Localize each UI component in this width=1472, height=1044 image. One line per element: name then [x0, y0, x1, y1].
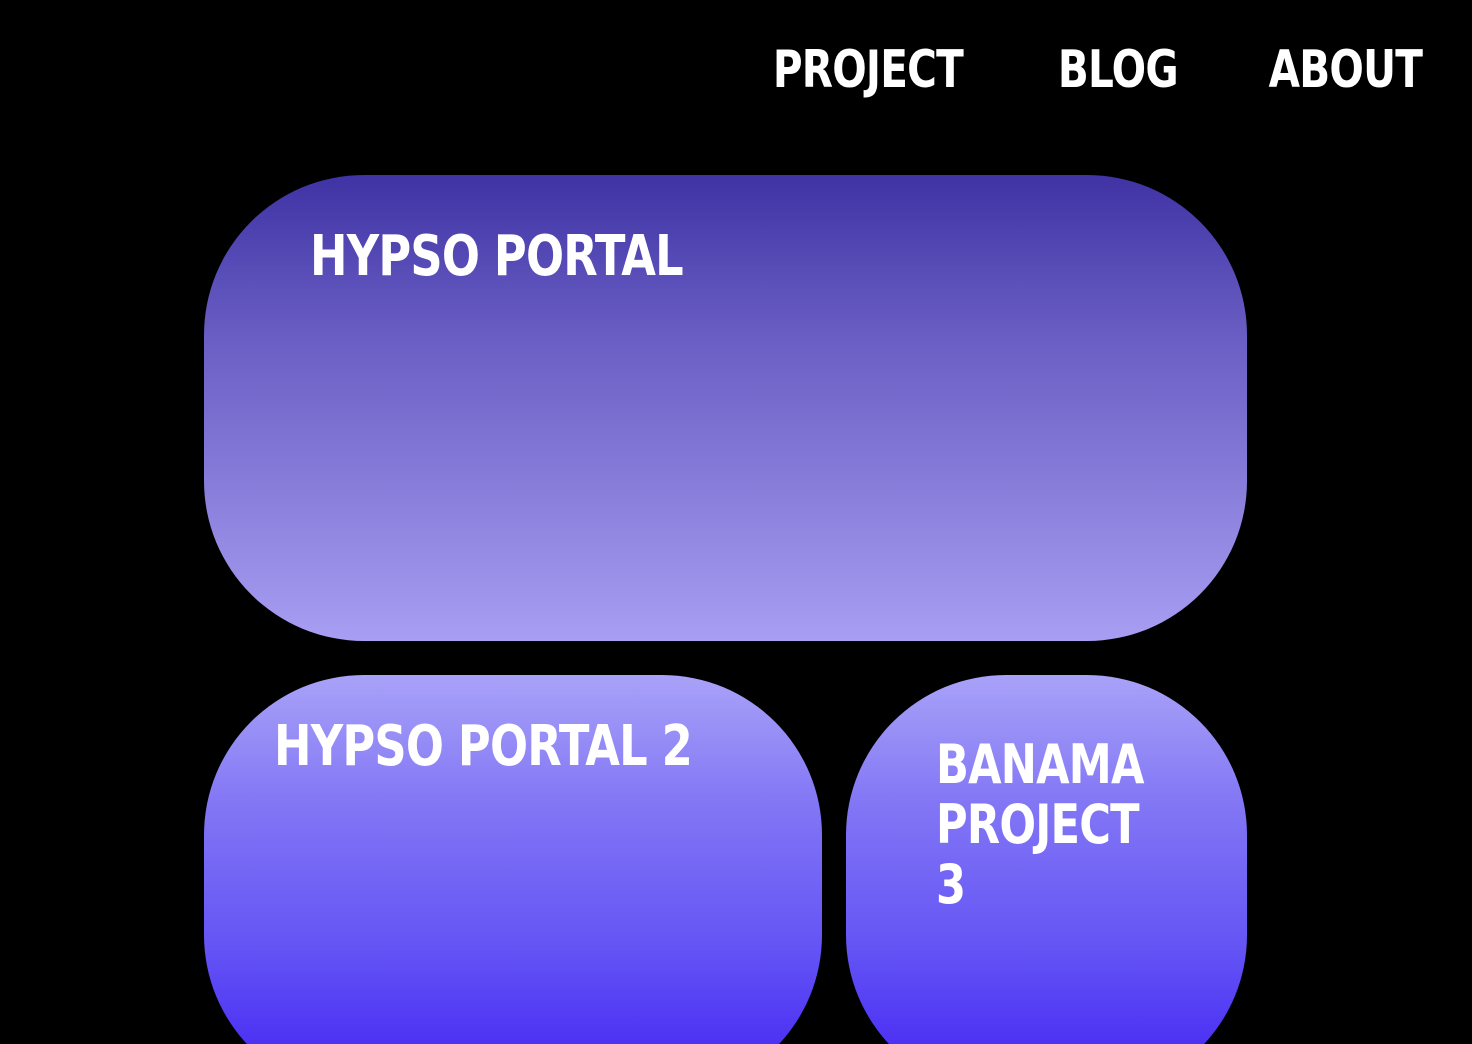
project-card-title: BANAMA PROJECT 3 [936, 733, 1144, 916]
project-card-title: HYPSO PORTAL [310, 224, 684, 289]
nav-link-project[interactable]: PROJECT [772, 40, 963, 100]
nav-link-about[interactable]: ABOUT [1268, 40, 1423, 100]
project-card-banama-project-3[interactable]: BANAMA PROJECT 3 [846, 675, 1247, 1044]
project-card-title: HYPSO PORTAL 2 [274, 714, 693, 779]
main-nav: PROJECT BLOG ABOUT [746, 40, 1444, 100]
project-card-hypso-portal[interactable]: HYPSO PORTAL [204, 175, 1247, 641]
project-card-hypso-portal-2[interactable]: HYPSO PORTAL 2 [204, 675, 822, 1044]
nav-link-blog[interactable]: BLOG [1058, 40, 1179, 100]
